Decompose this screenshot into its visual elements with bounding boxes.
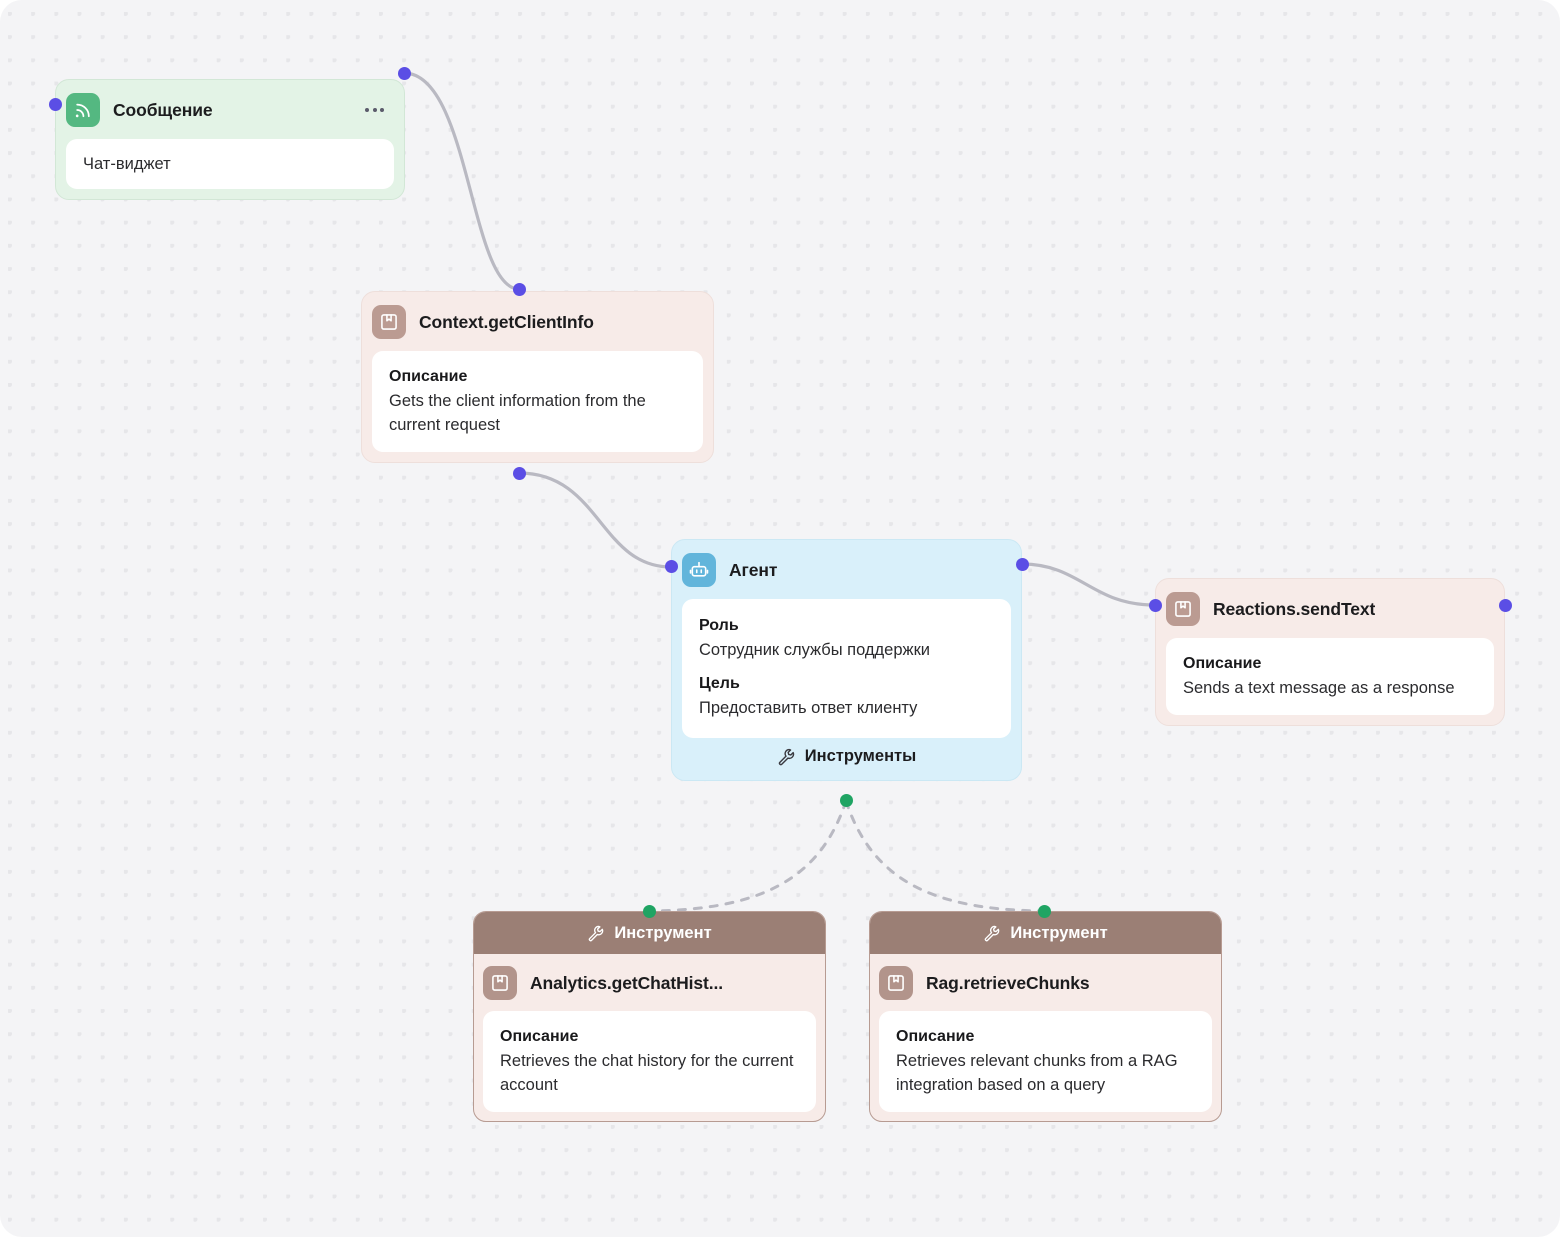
handle-trigger-target[interactable] [49,98,62,111]
description-value: Retrieves relevant chunks from a RAG int… [896,1052,1178,1094]
tool-body: Rag.retrieveChunks Описание Retrieves re… [870,954,1221,1121]
node-header: Reactions.sendText [1166,589,1494,629]
wrench-icon [777,747,796,766]
node-context-getclientinfo[interactable]: Context.getClientInfo Описание Gets the … [361,291,714,463]
goal-value: Предоставить ответ клиенту [699,698,918,717]
description-value: Retrieves the chat history for the curre… [500,1052,794,1094]
node-menu-button[interactable] [359,100,390,120]
node-body-panel: Описание Sends a text message as a respo… [1166,638,1494,715]
book-bookmark-icon [483,966,517,1000]
edge-getclientinfo-to-agent [517,471,673,569]
tool-header-label: Инструмент [1010,923,1108,942]
node-body-panel: Описание Retrieves relevant chunks from … [879,1011,1212,1112]
node-header: Агент [682,550,1011,590]
node-tool-rag-retrievechunks[interactable]: Инструмент Rag.retrieveChunks Описание R… [869,911,1222,1122]
goal-label: Цель [699,674,740,692]
handle-sendtext-target[interactable] [1149,599,1162,612]
rss-signal-icon [66,93,100,127]
role-value: Сотрудник службы поддержки [699,641,930,659]
node-title: Analytics.getChatHist... [530,972,724,993]
node-body-panel: Роль Сотрудник службы поддержки Цель Пре… [682,599,1011,738]
handle-getclientinfo-source[interactable] [513,467,526,480]
handle-tool-chat-history-target[interactable] [643,905,656,918]
book-bookmark-icon [1166,592,1200,626]
handle-getclientinfo-target[interactable] [513,283,526,296]
node-title: Rag.retrieveChunks [926,972,1090,993]
tool-header: Инструмент [870,912,1221,954]
edge-trigger-to-getclientinfo [402,71,521,291]
edge-agent-to-tool-retrieve-chunks [844,799,1046,913]
node-title: Агент [729,559,778,580]
wrench-icon [587,924,605,942]
node-reactions-sendtext[interactable]: Reactions.sendText Описание Sends a text… [1155,578,1505,726]
tool-header: Инструмент [474,912,825,954]
edge-agent-to-tool-chat-history [647,799,848,913]
tool-subnode-header: Rag.retrieveChunks [879,963,1212,1003]
description-label: Описание [389,368,468,385]
handle-trigger-source[interactable] [398,67,411,80]
wrench-icon [983,924,1001,942]
description-label: Описание [500,1028,579,1045]
handle-agent-tools-source[interactable] [840,794,853,807]
book-bookmark-icon [372,305,406,339]
node-title: Reactions.sendText [1213,598,1376,619]
tool-body: Analytics.getChatHist... Описание Retrie… [474,954,825,1121]
node-title: Сообщение [113,99,213,120]
handle-agent-target[interactable] [665,560,678,573]
node-tool-analytics-getchathistory[interactable]: Инструмент Analytics.getChatHist... Опис… [473,911,826,1122]
agent-tools-section[interactable]: Инструменты [682,738,1011,776]
trigger-source-label: Чат-виджет [83,155,171,173]
description-value: Sends a text message as a response [1183,679,1455,697]
role-label: Роль [699,617,739,634]
node-body-panel: Описание Retrieves the chat history for … [483,1011,816,1112]
node-header: Context.getClientInfo [372,302,703,342]
description-label: Описание [896,1028,975,1045]
book-bookmark-icon [879,966,913,1000]
handle-agent-source[interactable] [1016,558,1029,571]
tool-subnode-header: Analytics.getChatHist... [483,963,816,1003]
node-agent[interactable]: Агент Роль Сотрудник службы поддержки Це… [671,539,1022,781]
description-label: Описание [1183,655,1262,672]
robot-icon [682,553,716,587]
agent-tools-label: Инструменты [804,747,917,766]
edge-agent-to-sendtext [1020,562,1156,607]
node-body-panel: Описание Gets the client information fro… [372,351,703,452]
node-title: Context.getClientInfo [419,311,594,332]
tool-header-label: Инструмент [614,923,712,942]
node-message-trigger[interactable]: Сообщение Чат-виджет [55,79,405,201]
description-value: Gets the client information from the cur… [389,392,646,434]
handle-sendtext-source[interactable] [1499,599,1512,612]
node-header: Сообщение [66,90,394,130]
handle-tool-retrieve-chunks-target[interactable] [1038,905,1051,918]
node-body-panel: Чат-виджет [66,139,394,190]
